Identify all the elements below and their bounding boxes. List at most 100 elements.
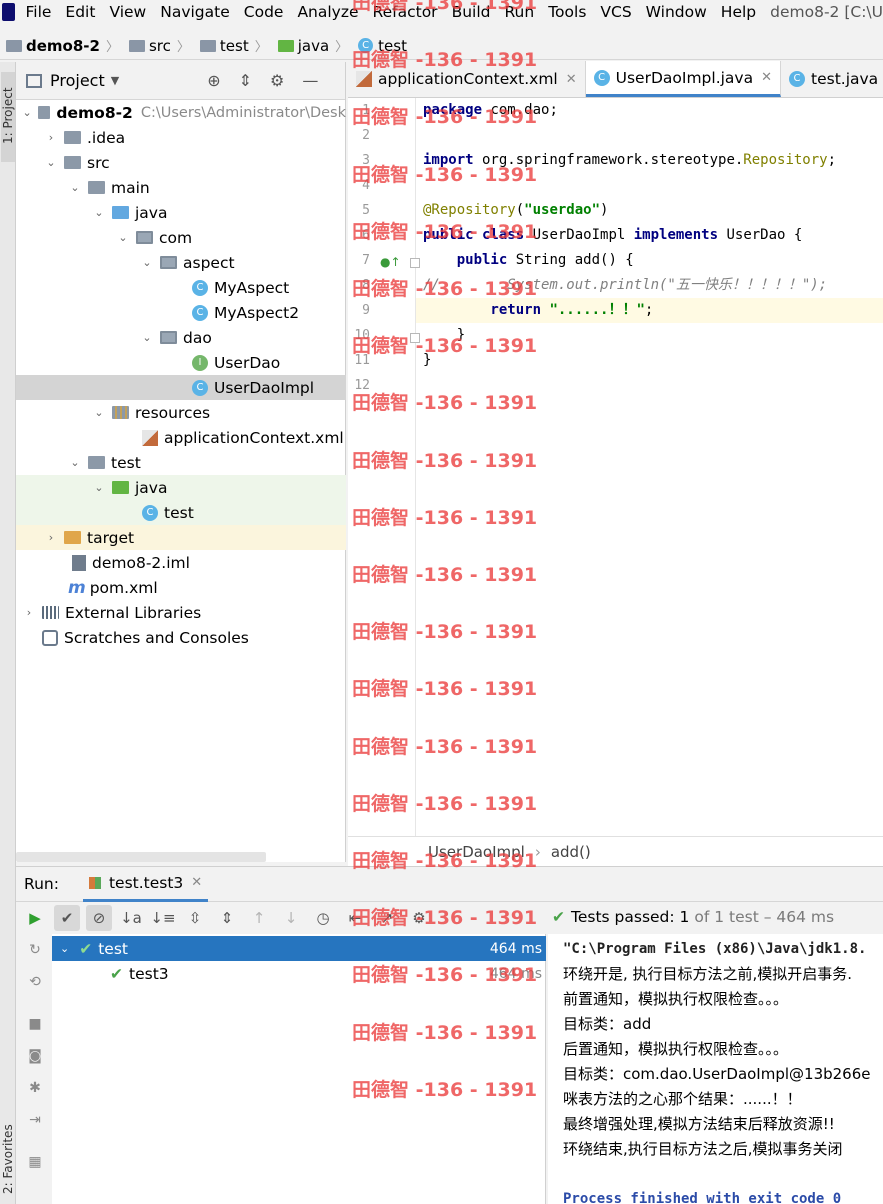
tree-item-iml[interactable]: demo8-2.iml xyxy=(16,550,346,575)
breadcrumb-java[interactable]: java〉 xyxy=(272,36,348,55)
console-output[interactable]: "C:\Program Files (x86)\Java\jdk1.8. 环绕开… xyxy=(548,934,883,1204)
show-ignored-icon[interactable]: ⊘ xyxy=(86,905,112,931)
close-icon[interactable]: ✕ xyxy=(761,70,773,85)
camera-icon[interactable]: ◙ xyxy=(28,1048,42,1064)
tree-item-scratches[interactable]: Scratches and Consoles xyxy=(16,625,346,650)
tree-item-external-libraries[interactable]: ›External Libraries xyxy=(16,600,346,625)
stop-icon[interactable]: ■ xyxy=(28,1016,42,1032)
hide-icon[interactable]: — xyxy=(302,71,319,90)
menu-code[interactable]: Code xyxy=(243,3,284,21)
chevron-down-icon[interactable]: ⌄ xyxy=(70,181,80,194)
history-icon[interactable]: ◷ xyxy=(316,909,330,927)
fold-marker-icon[interactable] xyxy=(410,333,420,343)
code-editor[interactable]: 1 2 3 4 5 6 7 8 9 10 11 12 ●↑ package co… xyxy=(348,98,883,836)
chevron-right-icon[interactable]: › xyxy=(48,131,54,144)
breadcrumb-test[interactable]: test〉 xyxy=(194,36,268,55)
window-title: demo8-2 [C:\U xyxy=(770,3,883,21)
menu-refactor[interactable]: Refactor xyxy=(372,3,438,21)
menu-vcs[interactable]: VCS xyxy=(600,3,632,21)
breadcrumb-class[interactable]: UserDaoImpl xyxy=(428,842,525,861)
menu-run[interactable]: Run xyxy=(504,3,535,21)
tree-item-dao[interactable]: ⌄dao xyxy=(16,325,346,350)
expand-all-icon[interactable]: ⇳ xyxy=(188,909,202,927)
breadcrumb-src[interactable]: src〉 xyxy=(123,36,190,55)
chevron-down-icon[interactable]: ⌄ xyxy=(60,942,70,955)
collapse-all-icon[interactable]: ⇕ xyxy=(220,909,234,927)
chevron-down-icon[interactable]: ⌄ xyxy=(70,456,80,469)
menu-tools[interactable]: Tools xyxy=(548,3,587,21)
tab-applicationcontext[interactable]: applicationContext.xml✕ xyxy=(348,61,586,97)
chevron-down-icon[interactable]: ⌄ xyxy=(142,331,152,344)
toggle-auto-test-icon[interactable]: ⟲ xyxy=(29,974,41,990)
project-view-selector[interactable]: Project xyxy=(50,71,105,90)
menu-build[interactable]: Build xyxy=(451,3,491,21)
tree-item-target[interactable]: ›target xyxy=(16,525,346,550)
locate-file-icon[interactable]: ⊕ xyxy=(207,71,221,90)
menu-file[interactable]: File xyxy=(25,3,52,21)
run-tab[interactable]: test.test3✕ xyxy=(82,867,209,902)
next-failed-icon[interactable]: ↓ xyxy=(284,909,298,927)
chevron-down-icon[interactable]: ⌄ xyxy=(118,231,128,244)
chevron-down-icon[interactable]: ⌄ xyxy=(94,206,104,219)
implements-gutter-icon[interactable]: ●↑ xyxy=(380,255,401,269)
fold-marker-icon[interactable] xyxy=(410,258,420,268)
chevron-down-icon[interactable]: ⌄ xyxy=(94,406,104,419)
breadcrumb-method[interactable]: add() xyxy=(550,842,591,861)
project-tool-button[interactable]: 1: Project xyxy=(1,72,15,162)
menu-navigate[interactable]: Navigate xyxy=(160,3,230,21)
import-tests-icon[interactable]: ⇤ xyxy=(348,909,362,927)
tree-item-idea[interactable]: ›.idea xyxy=(16,125,346,150)
tree-item-com[interactable]: ⌄com xyxy=(16,225,346,250)
tree-item-src[interactable]: ⌄src xyxy=(16,150,346,175)
favorites-tool-button[interactable]: 2: Favorites xyxy=(1,1124,15,1194)
sort-by-duration-icon[interactable]: ↓≡ xyxy=(150,909,176,927)
close-icon[interactable]: ✕ xyxy=(565,71,577,87)
menu-edit[interactable]: Edit xyxy=(65,3,96,21)
menu-view[interactable]: View xyxy=(109,3,147,21)
rerun-icon[interactable]: ▶ xyxy=(29,909,41,927)
tree-item-aspect[interactable]: ⌄aspect xyxy=(16,250,346,275)
tree-item-main-java[interactable]: ⌄java xyxy=(16,200,346,225)
rerun-failed-icon[interactable]: ↻ xyxy=(29,942,41,958)
menu-analyze[interactable]: Analyze xyxy=(297,3,359,21)
menu-window[interactable]: Window xyxy=(645,3,707,21)
tree-item-test-java[interactable]: ⌄java xyxy=(16,475,346,500)
exit-icon[interactable]: ⇥ xyxy=(29,1112,41,1128)
show-passed-icon[interactable]: ✔ xyxy=(54,905,80,931)
export-icon[interactable]: ↗ xyxy=(380,909,394,927)
gear-icon[interactable]: ⚙ xyxy=(270,71,285,90)
tree-item-resources[interactable]: ⌄resources xyxy=(16,400,346,425)
chevron-down-icon[interactable]: ⌄ xyxy=(94,481,104,494)
previous-failed-icon[interactable]: ↑ xyxy=(252,909,266,927)
sort-alphabetically-icon[interactable]: ↓a xyxy=(120,909,142,927)
chevron-down-icon[interactable]: ▼ xyxy=(110,74,120,87)
chevron-right-icon[interactable]: › xyxy=(48,531,54,544)
close-icon[interactable]: ✕ xyxy=(191,875,203,890)
tree-item-applicationcontext[interactable]: applicationContext.xml xyxy=(16,425,346,450)
chevron-down-icon[interactable]: ⌄ xyxy=(142,256,152,269)
layout-icon[interactable]: ▦ xyxy=(28,1154,42,1170)
breadcrumb-project[interactable]: demo8-2〉 xyxy=(0,36,119,55)
chevron-right-icon[interactable]: › xyxy=(26,606,32,619)
chevron-down-icon[interactable]: ⌄ xyxy=(46,156,56,169)
debug-icon[interactable]: ✱ xyxy=(29,1080,41,1096)
menu-help[interactable]: Help xyxy=(720,3,757,21)
gear-icon[interactable]: ⚙ xyxy=(412,909,426,927)
project-horizontal-scrollbar[interactable] xyxy=(16,852,266,862)
tree-item-main[interactable]: ⌄main xyxy=(16,175,346,200)
collapse-all-icon[interactable]: ⇕ xyxy=(238,71,253,90)
chevron-down-icon[interactable]: ⌄ xyxy=(22,106,32,119)
tree-item-test[interactable]: ⌄test xyxy=(16,450,346,475)
